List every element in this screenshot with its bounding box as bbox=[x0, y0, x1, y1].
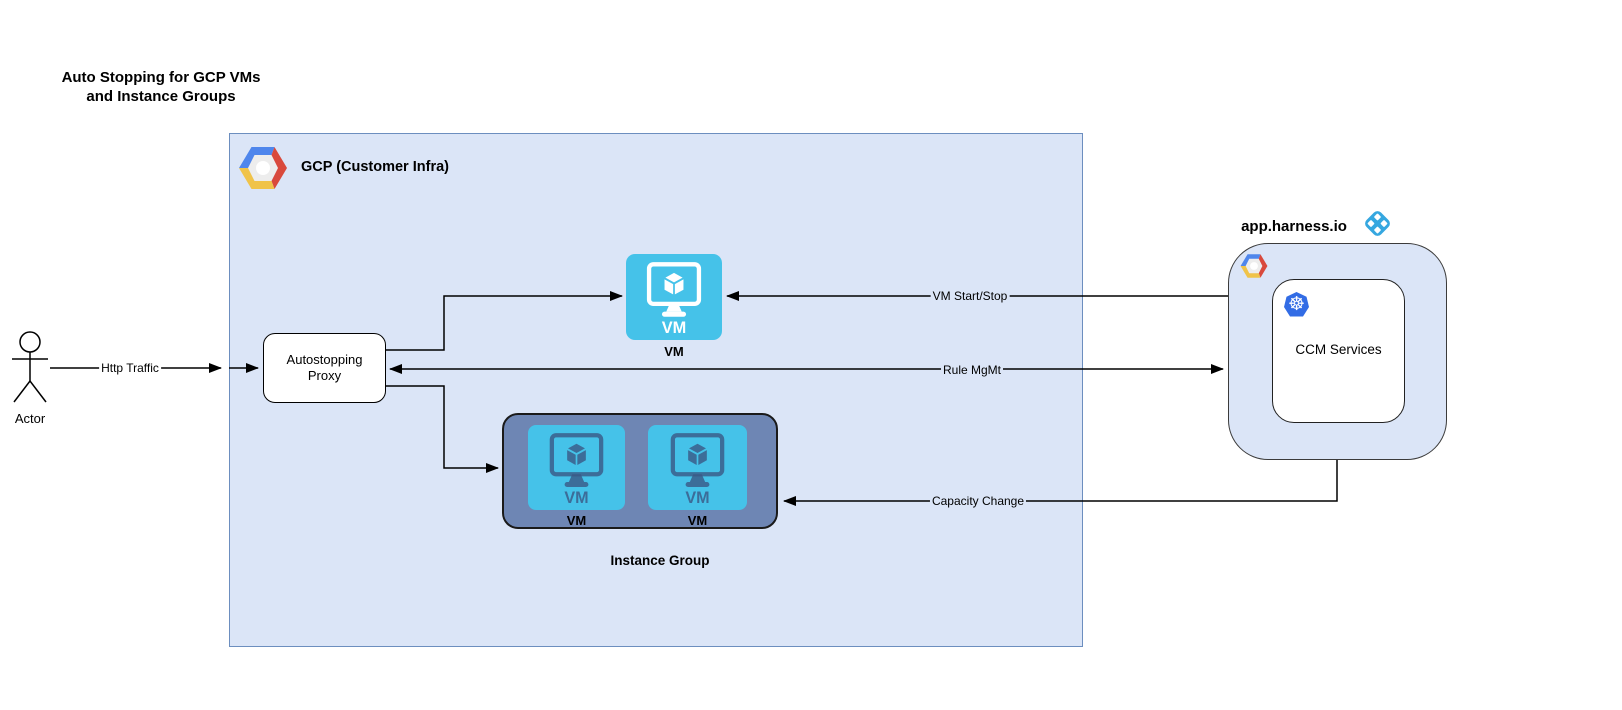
edge-label-rule-mgmt: Rule MgMt bbox=[940, 363, 1004, 377]
instance-group-vm-label: VM bbox=[687, 513, 708, 528]
page-title: Auto Stopping for GCP VMs and Instance G… bbox=[36, 68, 286, 106]
vm-icon-text: VM bbox=[564, 489, 588, 507]
gcp-logo-icon bbox=[1240, 254, 1268, 278]
harness-domain-label: app.harness.io bbox=[1241, 218, 1347, 235]
edge-label-http-traffic: Http Traffic bbox=[99, 361, 161, 375]
instance-group-label: Instance Group bbox=[610, 553, 710, 568]
vm-icon-text: VM bbox=[685, 489, 709, 507]
page-title-line1: Auto Stopping for GCP VMs bbox=[61, 69, 261, 86]
instance-group-vm-node: VM bbox=[528, 425, 625, 510]
vm-monitor-icon: VM bbox=[670, 433, 725, 507]
edge-label-capacity-change: Capacity Change bbox=[929, 494, 1027, 508]
proxy-label-line2: Proxy bbox=[307, 368, 342, 383]
gcp-logo-icon bbox=[239, 147, 287, 189]
autostopping-proxy-node: Autostopping Proxy bbox=[263, 333, 386, 403]
vm-monitor-icon: VM bbox=[549, 433, 604, 507]
kubernetes-wheel-glyph: ☸ bbox=[1287, 294, 1306, 315]
instance-group-vm-node: VM bbox=[648, 425, 747, 510]
autostopping-proxy-label: Autostopping Proxy bbox=[287, 352, 363, 384]
actor-label: Actor bbox=[14, 411, 46, 426]
vm-monitor-icon: VM bbox=[646, 262, 702, 337]
proxy-label-line1: Autostopping bbox=[286, 352, 363, 367]
kubernetes-icon: ☸ bbox=[1284, 292, 1309, 317]
vm-icon-text: VM bbox=[662, 319, 687, 337]
gcp-container-label: GCP (Customer Infra) bbox=[301, 159, 449, 175]
edge-label-vm-start-stop: VM Start/Stop bbox=[930, 289, 1010, 303]
instance-group-container: VM VM VM VM bbox=[502, 413, 778, 529]
page-title-line2: and Instance Groups bbox=[86, 88, 236, 105]
ccm-services-node: ☸ CCM Services bbox=[1272, 279, 1405, 423]
harness-container: ☸ CCM Services bbox=[1228, 243, 1447, 460]
actor-figure bbox=[12, 331, 48, 403]
ccm-services-label: CCM Services bbox=[1295, 342, 1382, 357]
vm-node-label: VM bbox=[664, 344, 684, 359]
instance-group-vm-label: VM bbox=[566, 513, 587, 528]
vm-node: VM bbox=[626, 254, 722, 340]
harness-logo-icon bbox=[1365, 211, 1390, 236]
